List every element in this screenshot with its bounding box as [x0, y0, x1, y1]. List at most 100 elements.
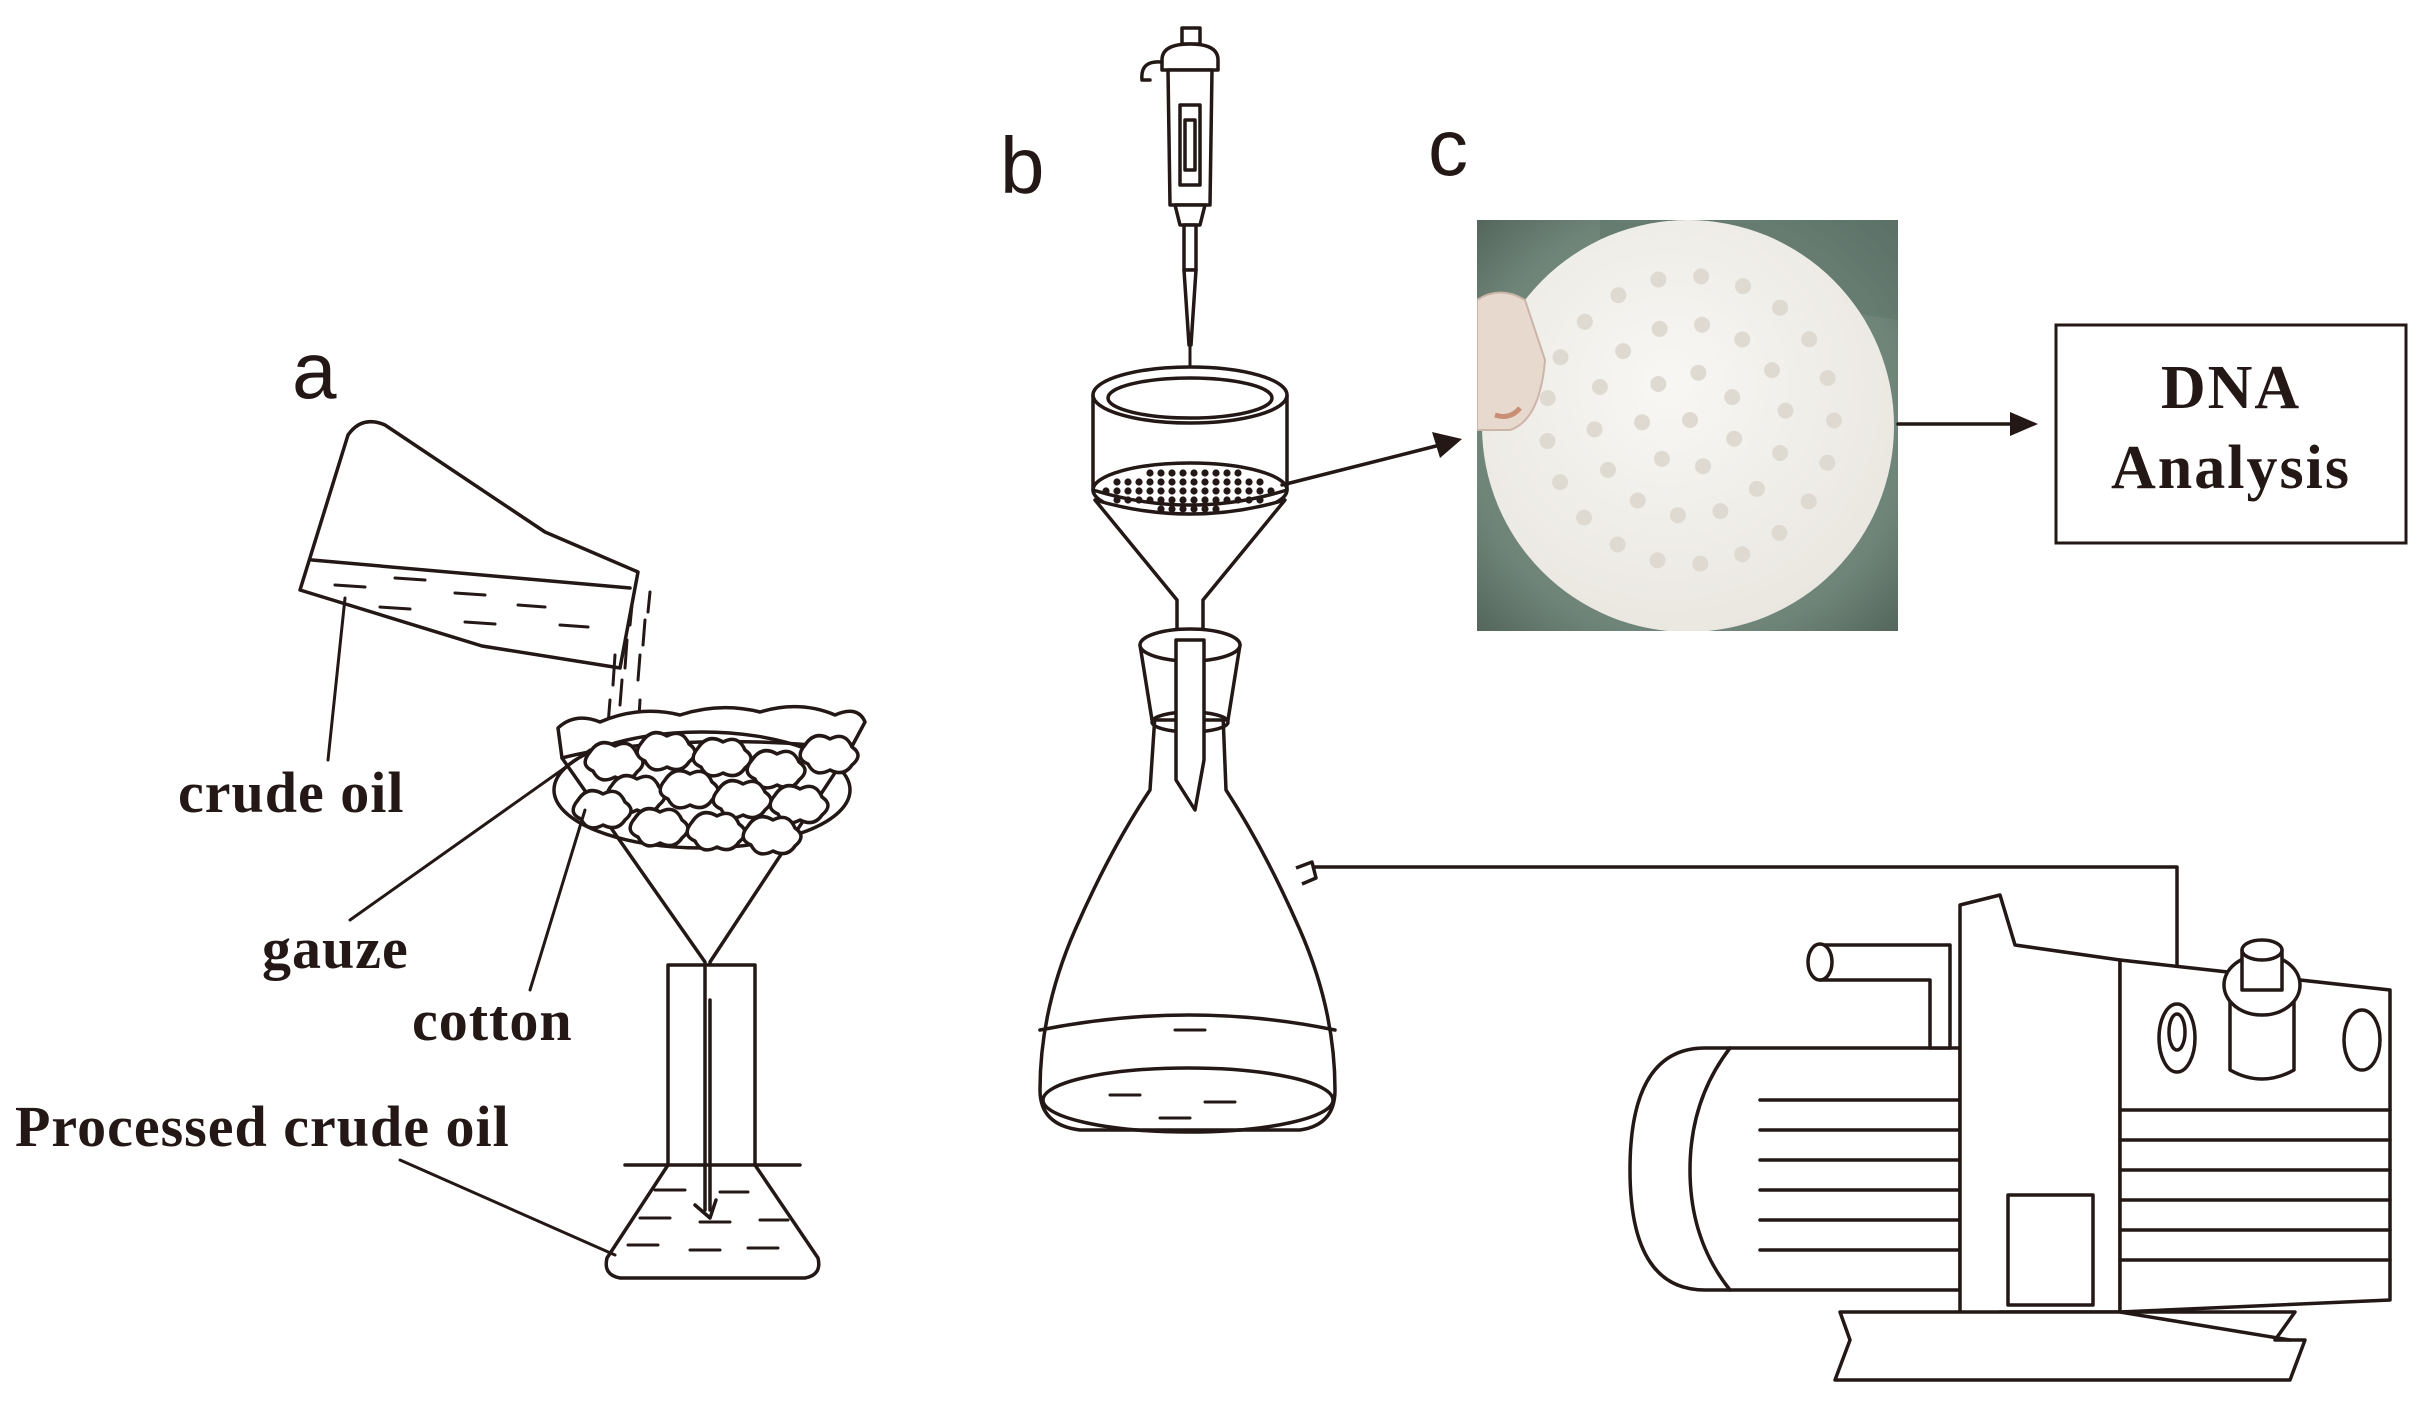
- membrane-spot: [1692, 555, 1709, 572]
- membrane-spot: [1600, 461, 1616, 478]
- processed-crude-oil-label: Processed crude oil: [15, 1094, 510, 1159]
- panel-c-letter: c: [1428, 103, 1468, 192]
- filter-pore: [1267, 487, 1275, 495]
- filter-pore: [1146, 496, 1154, 504]
- filter-pore: [1190, 469, 1198, 477]
- membrane-spot: [1693, 268, 1710, 285]
- filter-pore: [1212, 469, 1220, 477]
- filter-pore: [1201, 496, 1209, 504]
- filter-pore: [1135, 478, 1143, 486]
- membrane-spot: [1800, 493, 1817, 510]
- membrane-spot: [1694, 316, 1711, 333]
- filter-pore: [1179, 469, 1187, 477]
- filter-pore: [1190, 496, 1198, 504]
- filter-pore: [1190, 487, 1198, 495]
- buchner-funnel: [1091, 365, 1289, 642]
- membrane-spot: [1734, 546, 1751, 563]
- gauze-label: gauze: [262, 916, 409, 981]
- filter-pore: [1179, 478, 1187, 486]
- arrow-to-membrane: [1280, 432, 1462, 487]
- membrane-spot: [1826, 412, 1842, 429]
- filter-pore: [1223, 487, 1231, 495]
- filter-pore: [1190, 505, 1198, 513]
- vacuum-pump-icon: [1628, 893, 2392, 1382]
- filtering-flask: [1038, 627, 1337, 1134]
- panel-a-letter: a: [292, 326, 337, 415]
- filter-pore: [1245, 496, 1253, 504]
- filter-pore: [1234, 496, 1242, 504]
- panel-b: b: [1000, 26, 2392, 1382]
- filter-pore: [1201, 478, 1209, 486]
- membrane-spot: [1771, 524, 1788, 541]
- filter-pore: [1113, 478, 1121, 486]
- gauze-funnel: [552, 704, 867, 1002]
- membrane-spot: [1734, 331, 1751, 348]
- dna-analysis-line2: Analysis: [2111, 434, 2351, 502]
- membrane-spot: [1748, 480, 1765, 497]
- filter-pore: [1256, 487, 1264, 495]
- filter-pore: [1223, 478, 1231, 486]
- filter-pore: [1201, 487, 1209, 495]
- membrane-spot: [1726, 430, 1743, 447]
- pipette-icon: [1140, 26, 1220, 412]
- filter-pore: [1146, 487, 1154, 495]
- filter-pore: [1245, 478, 1253, 486]
- panel-b-letter: b: [1000, 121, 1045, 210]
- membrane-spot: [1819, 370, 1836, 386]
- arrow-to-dna-analysis: [1896, 412, 2038, 436]
- filter-pore: [1124, 478, 1132, 486]
- filter-pore: [1190, 478, 1198, 486]
- filter-pore: [1124, 487, 1132, 495]
- filter-pore: [1113, 487, 1121, 495]
- filter-pore: [1168, 487, 1176, 495]
- filter-pore: [1234, 478, 1242, 486]
- panel-a: a: [15, 326, 867, 1280]
- filter-pore: [1168, 505, 1176, 513]
- filter-pore: [1179, 505, 1187, 513]
- membrane-spot: [1586, 421, 1603, 438]
- filter-pore: [1212, 496, 1220, 504]
- filter-pore: [1201, 469, 1209, 477]
- dna-analysis-box: DNA Analysis: [2054, 323, 2408, 545]
- filter-pore: [1146, 478, 1154, 486]
- filter-pore: [1234, 469, 1242, 477]
- membrane-spot: [1615, 343, 1632, 360]
- filter-pore: [1113, 496, 1121, 504]
- filter-pore: [1157, 478, 1165, 486]
- filter-pore: [1157, 487, 1165, 495]
- panel-c: c DNA Analysis: [1428, 103, 2408, 631]
- membrane-spot: [1539, 390, 1556, 407]
- cotton-balls: [571, 730, 860, 856]
- filter-pore: [1223, 469, 1231, 477]
- membrane-spot: [1610, 287, 1627, 304]
- membrane-spot: [1650, 376, 1667, 392]
- filter-pore: [1179, 487, 1187, 495]
- membrane-spot: [1690, 364, 1707, 381]
- filter-pore: [1168, 478, 1176, 486]
- membrane-spot: [1682, 412, 1698, 428]
- filter-pore: [1223, 496, 1231, 504]
- membrane-spot: [1609, 536, 1626, 553]
- membrane-spot: [1634, 414, 1651, 431]
- filter-pore: [1234, 487, 1242, 495]
- membrane-spot: [1772, 299, 1789, 316]
- filter-pore: [1212, 487, 1220, 495]
- filter-pore: [1245, 487, 1253, 495]
- filter-pore: [1212, 505, 1220, 513]
- membrane-spot: [1724, 389, 1741, 406]
- filter-pore: [1168, 496, 1176, 504]
- filter-pore: [1124, 496, 1132, 504]
- membrane-spot: [1650, 271, 1667, 288]
- membrane-spot: [1576, 509, 1593, 526]
- membrane-spot: [1651, 320, 1668, 337]
- membrane-spot: [1764, 362, 1780, 379]
- membrane-spot: [1653, 450, 1670, 467]
- membrane-spot: [1649, 552, 1666, 569]
- membrane-spot: [1695, 458, 1711, 475]
- filter-pore: [1157, 496, 1165, 504]
- membrane-spots: [1539, 268, 1842, 572]
- panel-a-leader-lines: [326, 596, 617, 1257]
- filter-pores: [1102, 469, 1275, 513]
- receiving-flask: [604, 963, 821, 1280]
